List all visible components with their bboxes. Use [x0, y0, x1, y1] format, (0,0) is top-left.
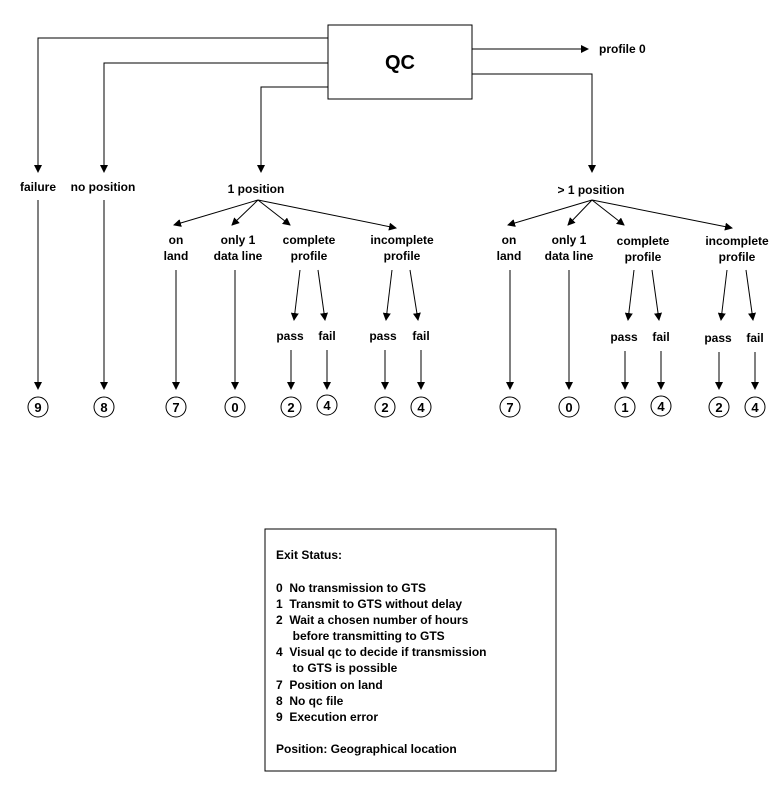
edge-p1-only-one — [231, 199, 259, 226]
legend-line: 7 Position on land — [276, 678, 383, 692]
pm-incomplete-fail-label: fail — [746, 331, 763, 345]
p1-incomplete-fail-label: fail — [412, 329, 429, 343]
edge-p1-complete-pass — [290, 269, 301, 321]
exit-circle-p1-incomplete-pass — [374, 396, 396, 418]
edge-pm-complete-fail — [651, 269, 662, 321]
pm-complete-pass-label: pass — [610, 330, 638, 344]
exit-circle-pm-complete-pass — [614, 396, 636, 418]
exit-circle-p1-complete-pass — [280, 396, 302, 418]
edge-p1-incomplete-pass — [382, 269, 393, 321]
pm-complete-fail-label: fail — [652, 330, 669, 344]
edge-pm-incomplete-pass — [717, 269, 728, 321]
edge-qc-more-position — [472, 73, 596, 173]
branch-no-position: no position — [71, 180, 136, 194]
edge-p1-on-land — [173, 199, 259, 227]
legend-footer: Position: Geographical location — [276, 742, 457, 756]
exit-circle-pm-incomplete-pass — [708, 396, 730, 418]
exit-circle-p1-only-one — [224, 396, 246, 418]
legend-line: to GTS is possible — [276, 661, 398, 675]
exit-code-pm-incomplete-pass: 2 — [715, 400, 722, 415]
edge-pm-on-land — [507, 199, 593, 227]
edge-qc-one-position — [257, 86, 328, 173]
profile0-label: profile 0 — [599, 42, 646, 56]
exit-circle-pm-only-one — [558, 396, 580, 418]
edge-pm-complete-pass — [624, 269, 635, 321]
exit-code-pm-on-land: 7 — [506, 400, 513, 415]
exit-circle-p1-complete-fail — [316, 394, 338, 416]
exit-code-p1-complete-fail: 4 — [323, 398, 331, 413]
exit-circle-p1-incomplete-fail — [410, 396, 432, 418]
exit-code-p1-on-land: 7 — [172, 400, 179, 415]
qc-label: QC — [385, 52, 415, 74]
edge-pm-incomplete-fail — [745, 269, 756, 321]
pm-incomplete-pass-label: pass — [704, 331, 732, 345]
legend: Exit Status: 0 No transmission to GTS 1 … — [264, 528, 557, 772]
exit-code-pm-complete-pass: 1 — [621, 400, 628, 415]
legend-title: Exit Status: — [276, 548, 342, 562]
p1-complete-fail-label: fail — [318, 329, 335, 343]
exit-circle-pm-complete-fail — [650, 395, 672, 417]
legend-line: 1 Transmit to GTS without delay — [276, 597, 462, 611]
branch-more-position: > 1 position — [557, 183, 624, 197]
exit-circle-pm-on-land — [499, 396, 521, 418]
edge-p1-incomplete — [257, 199, 397, 231]
edge-pm-only-one — [567, 199, 593, 226]
edge-qc-failure — [34, 37, 328, 173]
exit-circle-pm-incomplete-fail — [744, 396, 766, 418]
legend-line: 0 No transmission to GTS — [276, 581, 426, 595]
edge-p1-complete-fail — [317, 269, 328, 321]
edge-qc-no-position — [100, 62, 328, 173]
p1-incomplete-pass-label: pass — [369, 329, 397, 343]
exit-code-p1-incomplete-pass: 2 — [381, 400, 388, 415]
legend-line: 2 Wait a chosen number of hours — [276, 613, 469, 627]
exit-code-p1-incomplete-fail: 4 — [417, 400, 425, 415]
edge-pm-complete — [591, 199, 625, 226]
exit-circle-failure — [27, 396, 49, 418]
branch-one-position: 1 position — [228, 182, 285, 196]
exit-circle-no-position — [93, 396, 115, 418]
exit-circle-p1-on-land — [165, 396, 187, 418]
branch-failure: failure — [20, 180, 56, 194]
exit-code-p1-only-one: 0 — [231, 400, 238, 415]
legend-line: 4 Visual qc to decide if transmission — [276, 645, 487, 659]
exit-code-pm-complete-fail: 4 — [657, 399, 665, 414]
legend-line: 8 No qc file — [276, 694, 344, 708]
exit-status-row: 9 8 7 0 2 4 2 4 7 0 1 4 2 4 — [27, 394, 766, 418]
legend-line: 9 Execution error — [276, 710, 378, 724]
edge-p1-incomplete-fail — [409, 269, 421, 321]
exit-code-failure: 9 — [34, 400, 41, 415]
edge-p1-complete — [257, 199, 291, 226]
exit-code-pm-incomplete-fail: 4 — [751, 400, 759, 415]
legend-box — [264, 528, 557, 772]
p1-complete-pass-label: pass — [276, 329, 304, 343]
exit-code-no-position: 8 — [100, 400, 107, 415]
exit-code-p1-complete-pass: 2 — [287, 400, 294, 415]
edge-pm-incomplete — [591, 199, 733, 231]
exit-code-pm-only-one: 0 — [565, 400, 572, 415]
legend-line: before transmitting to GTS — [276, 629, 445, 643]
qc-node — [327, 24, 473, 100]
